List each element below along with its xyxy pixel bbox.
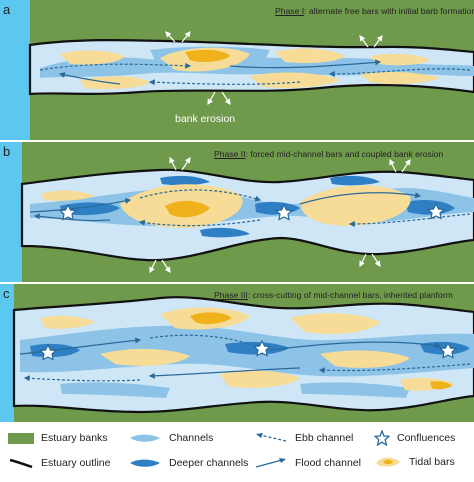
panel-letter: c — [3, 286, 10, 301]
outline-swatch — [9, 458, 33, 469]
banks-swatch — [8, 432, 34, 444]
confluence-star-icon — [374, 430, 390, 446]
legend-label: Estuary outline — [41, 457, 111, 469]
panel-c: c Phase III: cross-cutting of mid-channe… — [0, 284, 474, 422]
panel-caption: Phase III: cross-cutting of mid-channel … — [214, 290, 453, 300]
bar-core — [185, 49, 230, 63]
panel-letter: b — [3, 144, 11, 159]
legend: Estuary banks Estuary outline Channels D… — [0, 424, 474, 482]
panel-b-map — [0, 142, 474, 282]
channel-arrows — [39, 59, 471, 86]
legend-item-banks: Estuary banks — [8, 432, 108, 444]
panel-caption: Phase I: alternate free bars with initia… — [275, 6, 474, 16]
legend-item-flood: Flood channel — [254, 457, 361, 469]
legend-item-channels: Channels — [128, 432, 213, 444]
phase-label: Phase I — [275, 6, 305, 16]
ebb-swatch — [256, 433, 287, 442]
confluence-stars — [38, 339, 458, 361]
legend-item-deeper: Deeper channels — [128, 457, 248, 469]
phase-label: Phase III — [214, 290, 248, 300]
confluence-stars — [58, 202, 446, 221]
legend-label: Channels — [169, 432, 214, 444]
legend-item-tidal-bars: Tidal bars — [374, 455, 455, 469]
channels-swatch — [130, 434, 160, 442]
tidal-bar-swatch — [376, 457, 400, 467]
panel-c-map — [0, 284, 474, 422]
panel-b: b Phase II: forced mid-channel bars and … — [0, 142, 474, 282]
panel-a: a Phase I: alternate free bars with init… — [0, 0, 474, 140]
flood-swatch — [255, 458, 286, 468]
legend-item-outline: Estuary outline — [8, 457, 110, 469]
phase-label: Phase II — [214, 149, 246, 159]
phase-description: : cross-cutting of mid-channel bars, inh… — [247, 290, 453, 300]
legend-item-ebb: Ebb channel — [254, 432, 353, 444]
legend-label: Confluences — [397, 432, 456, 444]
bank-erosion-label: bank erosion — [175, 113, 236, 125]
phase-description: : alternate free bars with initial barb … — [304, 6, 474, 16]
sea — [0, 0, 30, 140]
legend-label: Ebb channel — [295, 432, 354, 444]
legend-label: Estuary banks — [41, 432, 108, 444]
panel-letter: a — [3, 2, 11, 17]
legend-label: Flood channel — [295, 457, 361, 469]
phase-description: : forced mid-channel bars and coupled ba… — [245, 149, 444, 159]
panel-a-map — [0, 0, 474, 140]
legend-label: Tidal bars — [409, 456, 455, 468]
panel-caption: Phase II: forced mid-channel bars and co… — [214, 149, 443, 159]
erosion-arrows — [165, 31, 383, 106]
legend-label: Deeper channels — [169, 457, 249, 469]
legend-item-confluences: Confluences — [374, 430, 455, 446]
deeper-swatch — [130, 459, 160, 467]
